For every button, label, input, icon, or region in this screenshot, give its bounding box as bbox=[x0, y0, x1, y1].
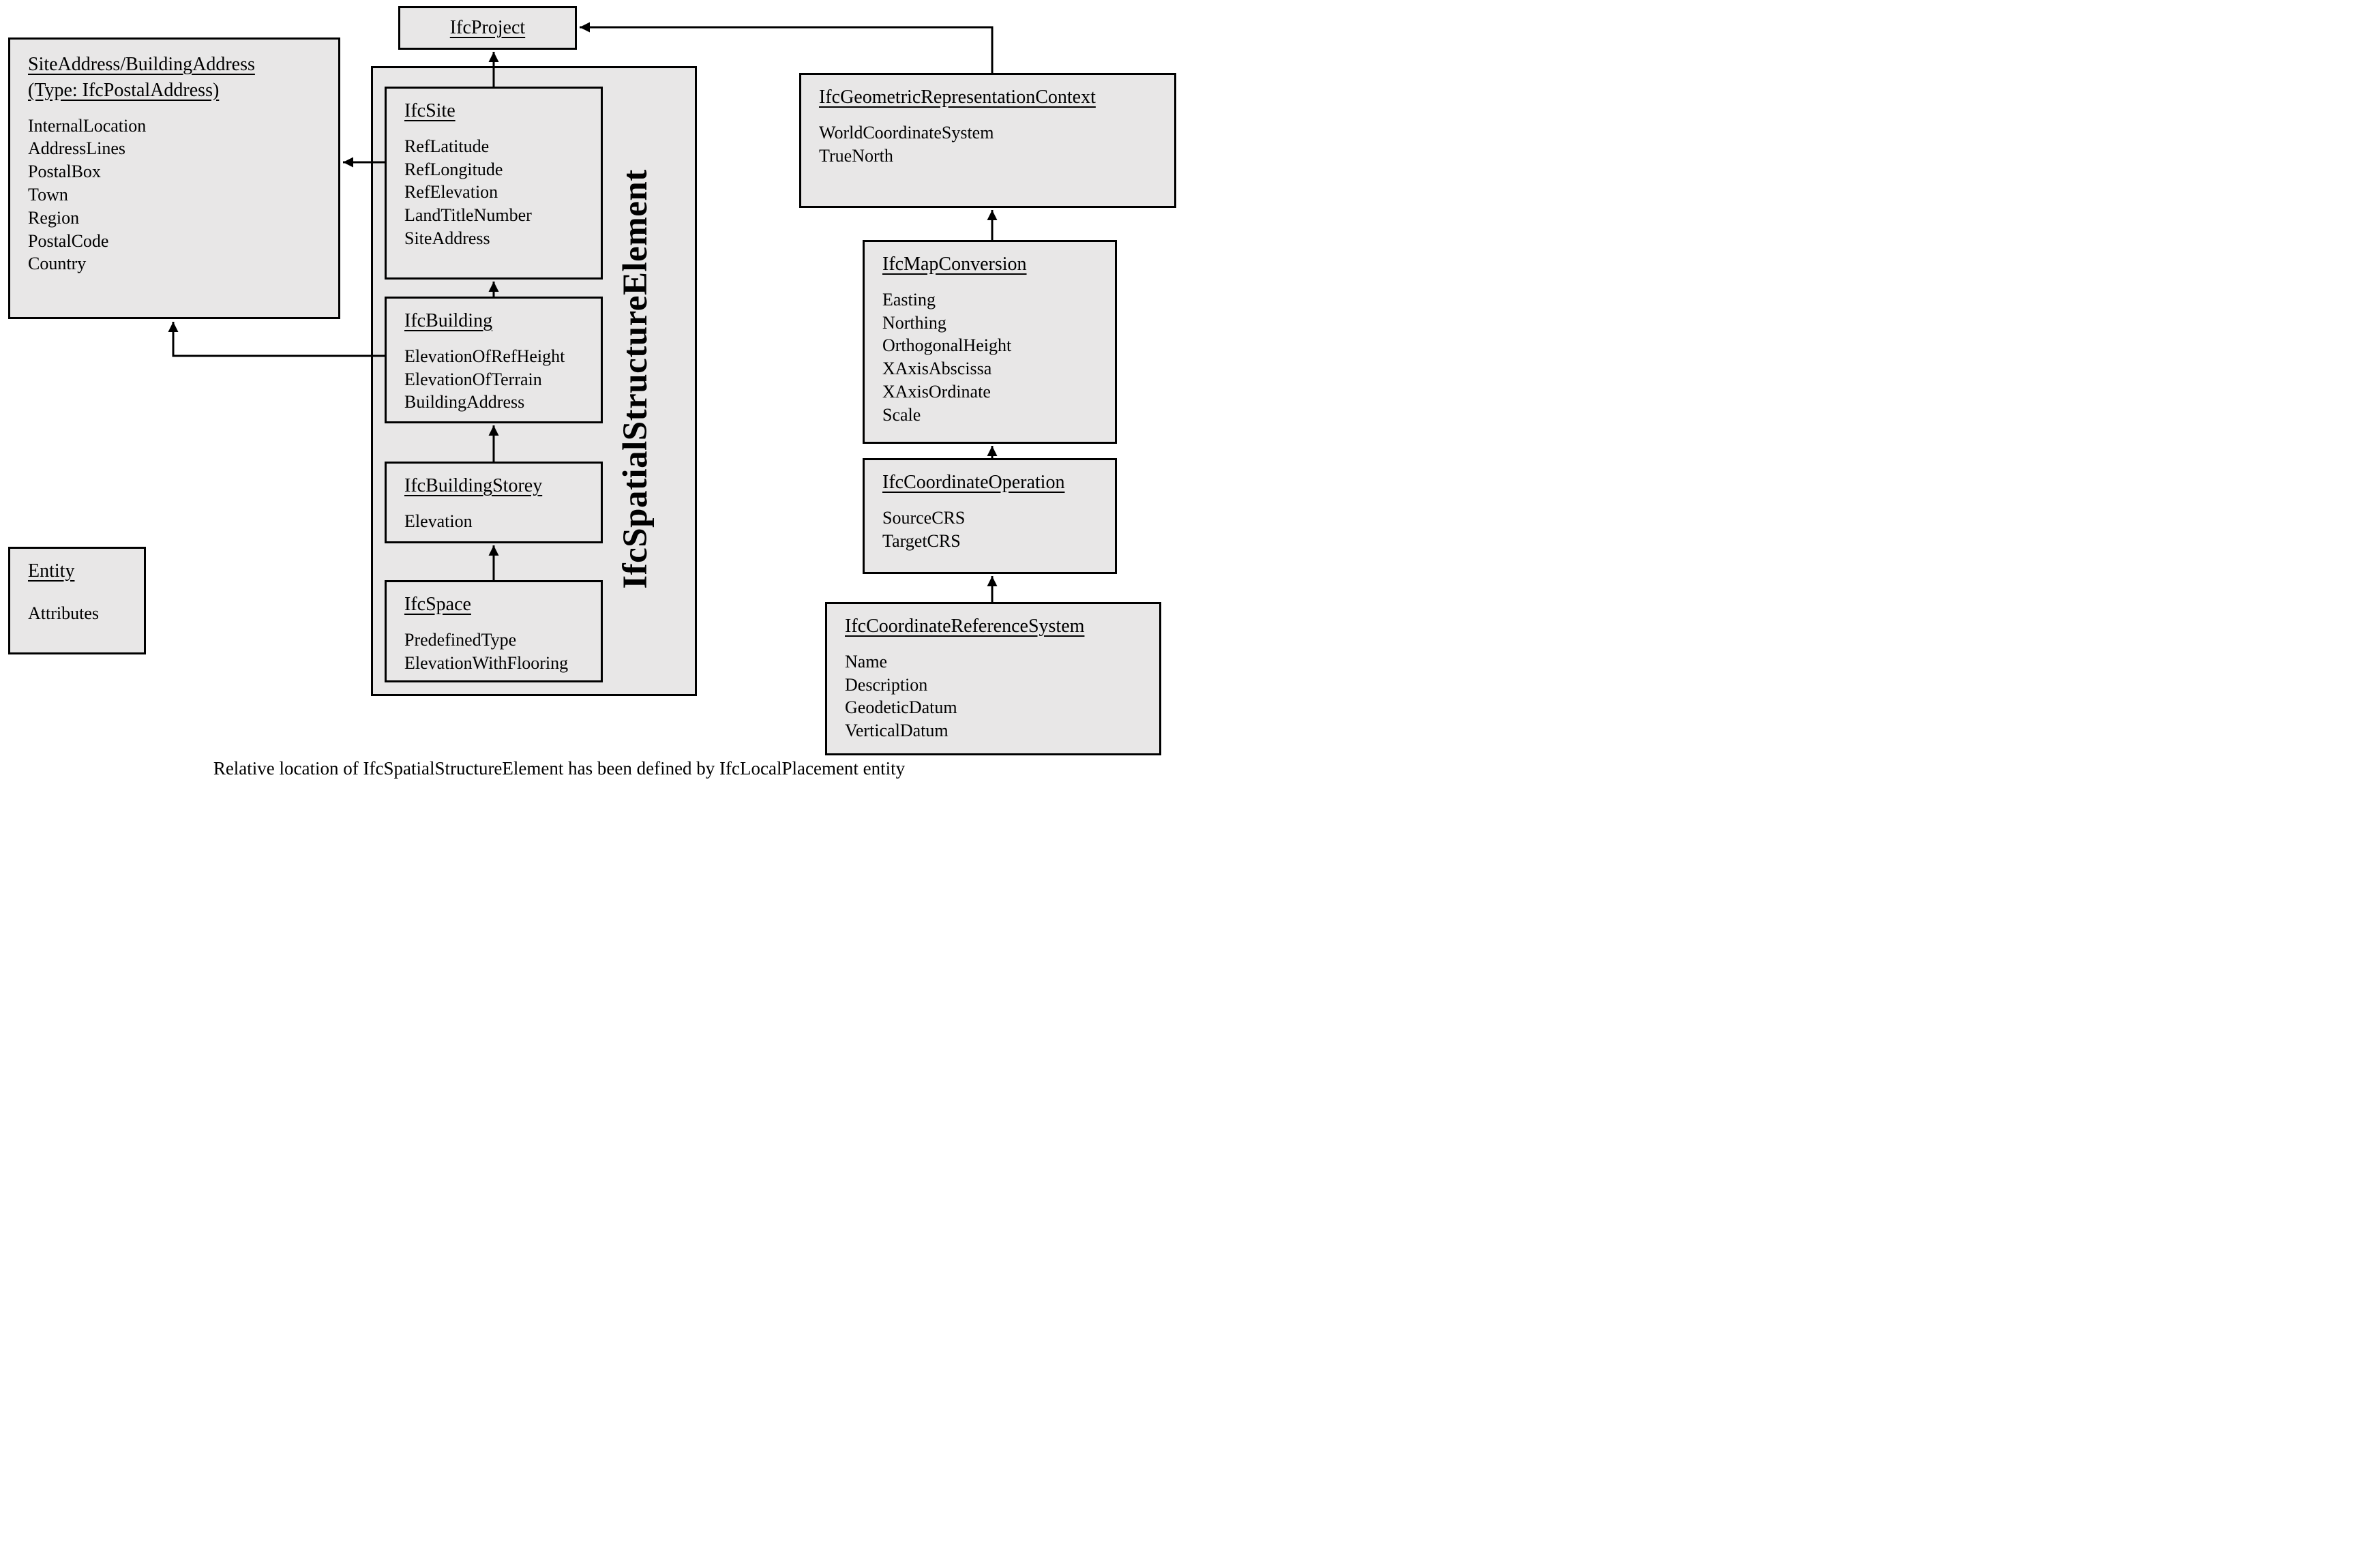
attribute-label: Easting bbox=[882, 289, 936, 310]
attribute-label: ElevationOfTerrain bbox=[404, 369, 542, 389]
attribute-label: RefLatitude bbox=[404, 136, 490, 156]
attribute-label: VerticalDatum bbox=[845, 721, 949, 741]
attribute-label: BuildingAddress bbox=[404, 392, 525, 412]
attribute-label: LandTitleNumber bbox=[404, 205, 532, 226]
attribute-label: GeodeticDatum bbox=[845, 697, 957, 718]
entity-title: IfcMapConversion bbox=[882, 254, 1027, 275]
diagram-canvas: IfcSpatialStructureElement IfcProject Si… bbox=[0, 0, 1179, 787]
attribute-label: Attributes bbox=[28, 603, 99, 623]
attribute-label: PredefinedType bbox=[404, 629, 517, 650]
box-ifcgeometricrepresentationcontext: IfcGeometricRepresentationContext WorldC… bbox=[799, 73, 1176, 208]
box-siteaddress-buildingaddress: SiteAddress/BuildingAddress (Type: IfcPo… bbox=[8, 37, 340, 319]
entity-title: IfcSpace bbox=[404, 594, 471, 615]
attribute-label: ElevationOfRefHeight bbox=[404, 346, 565, 366]
attribute-label: Scale bbox=[882, 404, 921, 425]
attribute-label: PostalCode bbox=[28, 230, 109, 251]
attribute-label: XAxisOrdinate bbox=[882, 381, 991, 402]
attribute-label: PostalBox bbox=[28, 162, 101, 182]
entity-title: IfcSite bbox=[404, 100, 456, 121]
attribute-label: RefElevation bbox=[404, 182, 498, 202]
attribute-label: Town bbox=[28, 184, 68, 205]
diagram-caption: Relative location of IfcSpatialStructure… bbox=[213, 758, 906, 779]
entity-title: Entity bbox=[28, 560, 75, 582]
attribute-label: WorldCoordinateSystem bbox=[819, 122, 994, 142]
arrow-ifcbuilding-to-buildingaddress bbox=[168, 322, 385, 357]
entity-title: IfcBuildingStorey bbox=[404, 475, 543, 496]
box-ifcproject: IfcProject bbox=[398, 6, 577, 50]
entity-title-line2: (Type: IfcPostalAddress) bbox=[28, 79, 220, 101]
container-label-ifcspatialstructureelement: IfcSpatialStructureElement bbox=[616, 169, 655, 589]
attribute-list: Attributes bbox=[28, 602, 137, 625]
attribute-label: OrthogonalHeight bbox=[882, 335, 1012, 356]
entity-title: IfcCoordinateOperation bbox=[882, 472, 1065, 493]
attribute-label: Region bbox=[28, 207, 80, 228]
attribute-label: XAxisAbscissa bbox=[882, 359, 992, 379]
attribute-label: ElevationWithFlooring bbox=[404, 652, 569, 673]
attribute-label: SiteAddress bbox=[404, 228, 490, 248]
attribute-label: Elevation bbox=[404, 511, 473, 531]
attribute-label: Name bbox=[845, 651, 888, 672]
entity-title: IfcGeometricRepresentationContext bbox=[819, 87, 1096, 108]
box-legend-entity: Entity Attributes bbox=[8, 547, 146, 654]
attribute-label: TargetCRS bbox=[882, 530, 961, 551]
attribute-label: Description bbox=[845, 674, 928, 695]
attribute-label: AddressLines bbox=[28, 138, 125, 159]
attribute-label: Country bbox=[28, 254, 87, 274]
box-ifcbuildingstorey: IfcBuildingStorey Elevation bbox=[385, 462, 603, 543]
entity-title: IfcCoordinateReferenceSystem bbox=[845, 616, 1085, 637]
attribute-label: RefLongitude bbox=[404, 159, 503, 179]
attribute-label: Northing bbox=[882, 312, 946, 333]
entity-title: IfcBuilding bbox=[404, 310, 493, 331]
attribute-label: TrueNorth bbox=[819, 145, 893, 166]
entity-title-line1: SiteAddress/BuildingAddress bbox=[28, 54, 255, 75]
entity-title: IfcProject bbox=[449, 17, 526, 39]
attribute-label: SourceCRS bbox=[882, 507, 966, 528]
attribute-label: InternalLocation bbox=[28, 115, 147, 136]
attribute-list: Elevation bbox=[404, 510, 594, 533]
